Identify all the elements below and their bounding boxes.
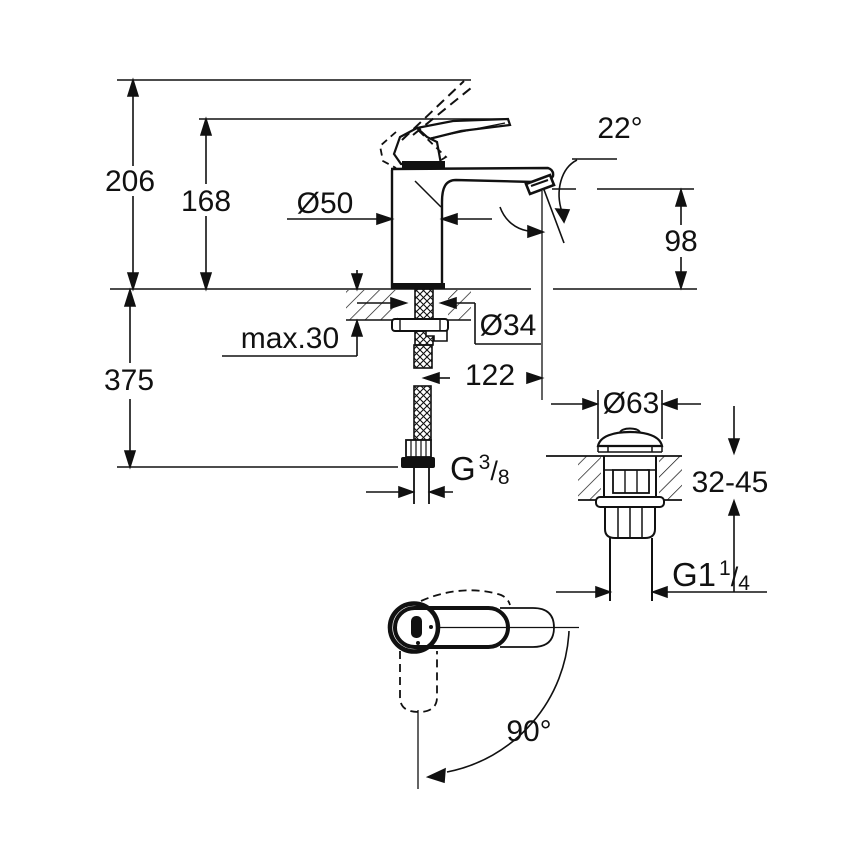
dimension-label-spout-angle: 22°: [597, 112, 643, 145]
thread-letter: G: [450, 450, 476, 487]
dimension-label-hole-diameter: Ø34: [479, 309, 537, 342]
pop-up-waste: [546, 427, 682, 601]
thread-numerator: 3: [478, 451, 491, 474]
dimension-label-deck-thickness: max.30: [240, 322, 340, 355]
thread-denominator: 8: [497, 466, 510, 489]
faucet-body: [390, 166, 555, 289]
supply-hose: [391, 288, 449, 504]
lever-open-position-dashed: [379, 80, 472, 169]
dimension-label-hose-length: 375: [103, 364, 155, 397]
thread-slash: /: [490, 456, 498, 486]
waste-thread-numerator: 1: [719, 557, 731, 580]
dimension-label-waste-deck-range: 32-45: [691, 466, 769, 499]
dimension-label-body-diameter: Ø50: [296, 187, 354, 220]
waste-thread-letter: G1: [672, 556, 717, 593]
handle-top-view: [387, 589, 579, 789]
dimension-label-swivel-angle: 90°: [506, 715, 552, 748]
deck-hatch-main: [346, 290, 471, 320]
lever-handle: [392, 117, 512, 168]
dimension-lines: [123, 77, 767, 784]
dimension-label-lever-height: 168: [180, 185, 232, 218]
waste-thread-slash: /: [730, 562, 739, 592]
dimension-label-total-height: 206: [104, 165, 156, 198]
dimension-label-spout-reach: 122: [464, 359, 516, 392]
aerator: [524, 173, 556, 196]
dimension-label-waste-cap-diameter: Ø63: [602, 387, 660, 420]
dimension-label-spout-height: 98: [664, 225, 698, 258]
waste-thread-denominator: 4: [738, 572, 750, 595]
